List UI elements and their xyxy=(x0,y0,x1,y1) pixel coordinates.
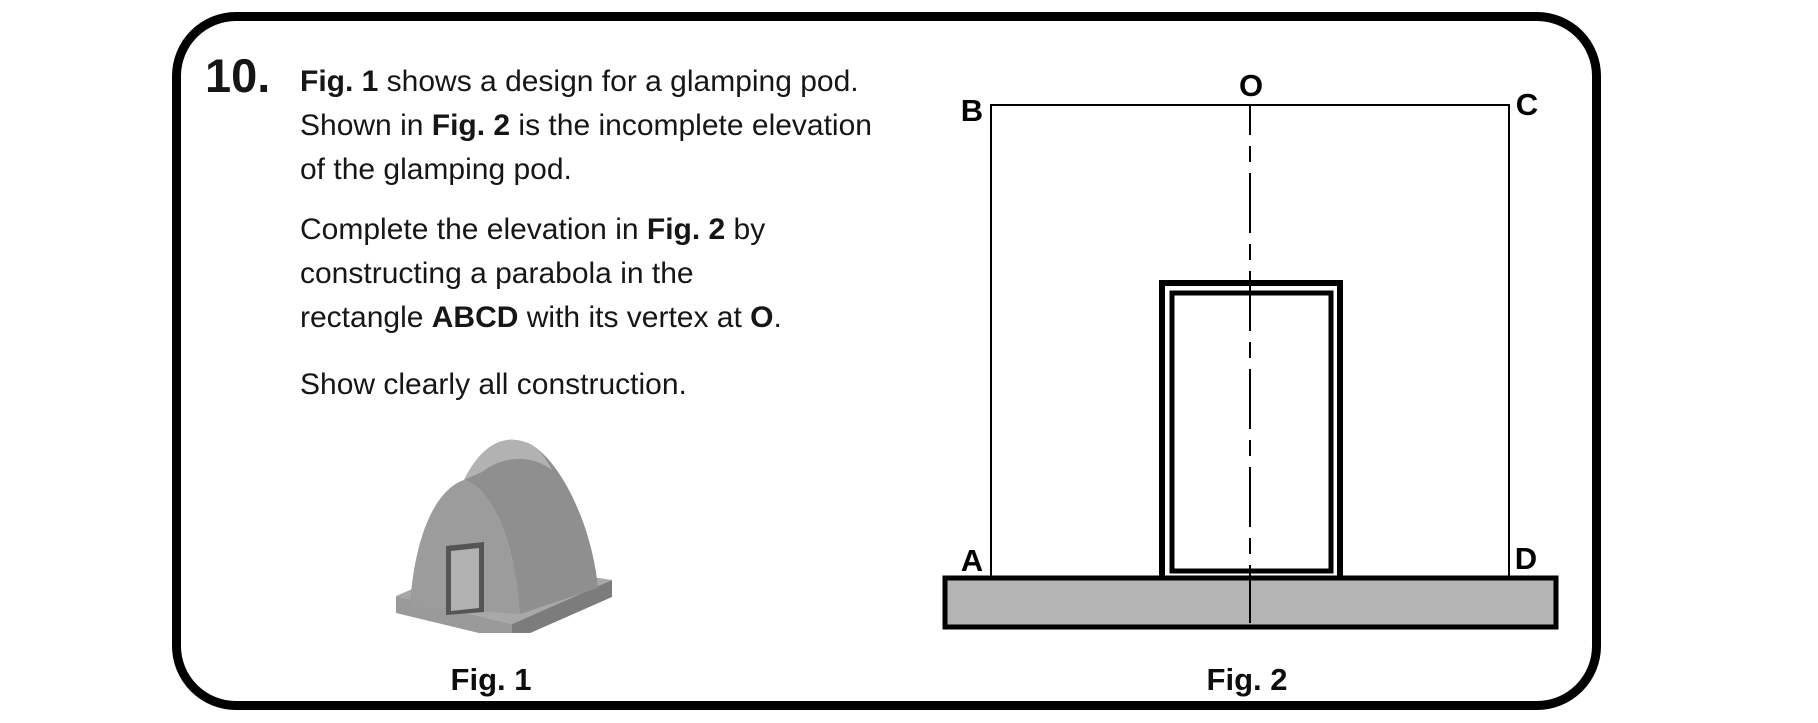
question-number: 10. xyxy=(205,49,271,102)
fig2-label-a: A xyxy=(961,543,983,578)
text-part: . xyxy=(773,301,782,334)
text-line: Shown in Fig. 2 is the incomplete elevat… xyxy=(300,104,872,148)
fig2-elevation-drawing: B O C A D xyxy=(942,68,1559,630)
fig2-caption: Fig. 2 xyxy=(1206,662,1288,697)
text-part: of the glamping pod. xyxy=(300,153,572,186)
text-part: shows a design for a glamping pod. xyxy=(378,65,859,98)
text-part-bold: ABCD xyxy=(431,301,519,334)
text-line: rectangle ABCD with its vertex at O. xyxy=(300,296,782,340)
text-part-bold: Fig. 1 xyxy=(300,65,379,98)
fig2-label-d: D xyxy=(1515,541,1537,576)
text-part: with its vertex at xyxy=(518,301,751,334)
pod-door-panel xyxy=(451,548,479,611)
text-line: constructing a parabola in the xyxy=(300,252,782,296)
pod-roof-surface xyxy=(464,439,598,614)
question-paragraph-1: Fig. 1 shows a design for a glamping pod… xyxy=(300,60,872,192)
pod-ridge-highlight xyxy=(464,439,552,480)
question-paragraph-3: Show clearly all construction. xyxy=(300,363,687,407)
text-part-bold: Fig. 2 xyxy=(431,109,511,142)
text-part: Shown in xyxy=(300,109,432,142)
fig2-door-outer xyxy=(1159,280,1343,578)
text-part: constructing a parabola in the xyxy=(300,257,694,290)
fig1-caption: Fig. 1 xyxy=(450,662,532,697)
fig2-label-c: C xyxy=(1516,87,1538,122)
fig2-label-o: O xyxy=(1239,68,1263,103)
fig1-pod-illustration xyxy=(396,439,612,633)
pod-slab-side xyxy=(512,580,612,633)
fig2-label-b: B xyxy=(961,93,983,128)
text-line: Fig. 1 shows a design for a glamping pod… xyxy=(300,60,872,104)
text-part: is the incomplete elevation xyxy=(510,109,872,142)
text-line: Show clearly all construction. xyxy=(300,363,687,407)
text-line: of the glamping pod. xyxy=(300,148,872,192)
text-part: by xyxy=(725,213,766,246)
fig2-door-inner xyxy=(1169,290,1334,574)
text-part: Complete the elevation in xyxy=(300,213,647,246)
text-part: Show clearly all construction. xyxy=(300,368,687,401)
text-line: Complete the elevation in Fig. 2 by xyxy=(300,208,782,252)
text-part: rectangle xyxy=(300,301,432,334)
text-part-bold: O xyxy=(750,301,774,334)
text-part-bold: Fig. 2 xyxy=(646,213,726,246)
question-paragraph-2: Complete the elevation in Fig. 2 by cons… xyxy=(300,208,782,340)
